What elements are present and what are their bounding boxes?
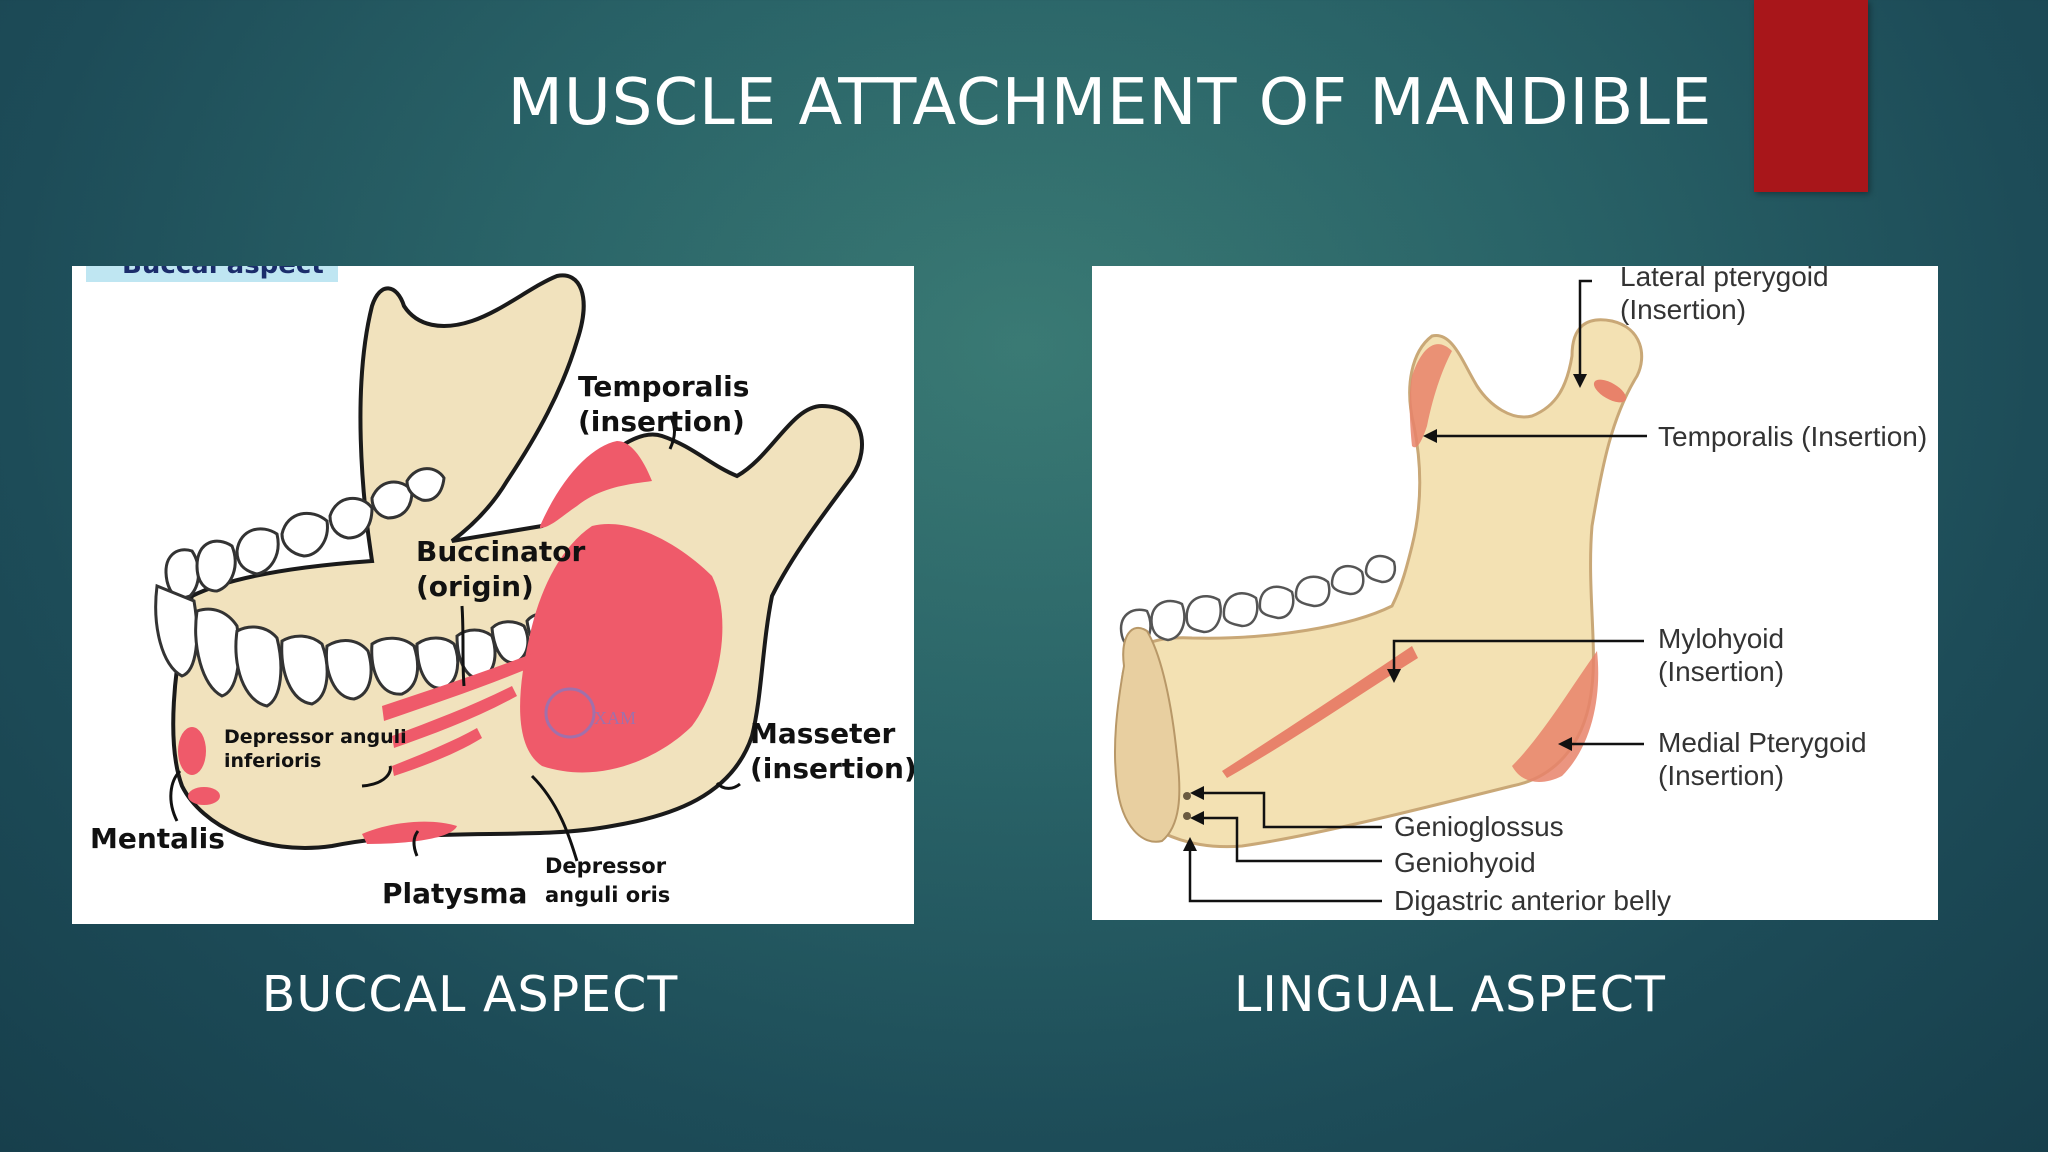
lingual-temporalis-attachment (1409, 344, 1452, 448)
watermark-logo (544, 687, 596, 739)
label-platysma: Platysma (382, 877, 528, 910)
lingual-mylohyoid-attachment (1222, 646, 1418, 778)
label-geniohyoid: Geniohyoid (1394, 847, 1536, 878)
accent-tab (1754, 0, 1868, 192)
buccal-mentalis-attachment (178, 727, 206, 775)
label-buccinator: Buccinator (origin) (416, 535, 586, 603)
label-masseter: Masseter (insertion) (750, 717, 914, 785)
label-mylohyoid: Mylohyoid (Insertion) (1658, 623, 1785, 687)
buccal-upper-teeth (164, 467, 446, 600)
lingual-symphysis-section (1114, 626, 1181, 843)
buccal-temporalis-attachment (540, 441, 652, 528)
buccal-masseter-attachment (520, 524, 723, 773)
label-mentalis: Mentalis (90, 822, 225, 855)
lingual-medial-pterygoid-attachment (1512, 651, 1599, 782)
buccal-mandible-illustration: XAM (154, 273, 864, 862)
label-depressor-anguli-oris: Depressor anguli oris (545, 854, 671, 907)
lingual-diagram-panel: Lateral pterygoid (Insertion) Temporalis… (1092, 266, 1938, 920)
buccal-aspect-caption: BUCCAL ASPECT (261, 966, 679, 1023)
buccal-platysma-attachment (362, 821, 457, 844)
slide-title: MUSCLE ATTACHMENT OF MANDIBLE (507, 66, 1713, 140)
lingual-aspect-caption: LINGUAL ASPECT (1234, 966, 1666, 1023)
buccal-lower-teeth (154, 583, 562, 708)
buccal-buccinator-attachment (382, 644, 562, 721)
buccal-aspect-tag: Buccal aspect (86, 266, 338, 282)
lingual-teeth (1119, 554, 1397, 650)
label-digastric: Digastric anterior belly (1394, 885, 1671, 916)
lingual-lateral-pterygoid-attachment (1593, 379, 1627, 403)
label-medial-pterygoid: Medial Pterygoid (Insertion) (1658, 727, 1867, 791)
svg-text:XAM: XAM (594, 708, 636, 728)
lingual-mandible-bone (1120, 318, 1644, 849)
buccal-leader-lines (169, 415, 741, 862)
lingual-mandible-illustration (1114, 279, 1647, 903)
label-lateral-pterygoid: Lateral pterygoid (Insertion) (1620, 266, 1829, 325)
label-genioglossus: Genioglossus (1394, 811, 1564, 842)
lingual-arrowheads (1183, 374, 1587, 851)
lingual-leader-lines (1188, 279, 1647, 903)
label-temporalis-insertion: Temporalis (Insertion) (1658, 421, 1928, 452)
label-depressor-anguli-inferioris: Depressor anguli inferioris (224, 726, 407, 772)
buccal-diagram-panel: Buccal aspect (72, 266, 914, 924)
label-temporalis: Temporalis (insertion) (578, 370, 750, 438)
